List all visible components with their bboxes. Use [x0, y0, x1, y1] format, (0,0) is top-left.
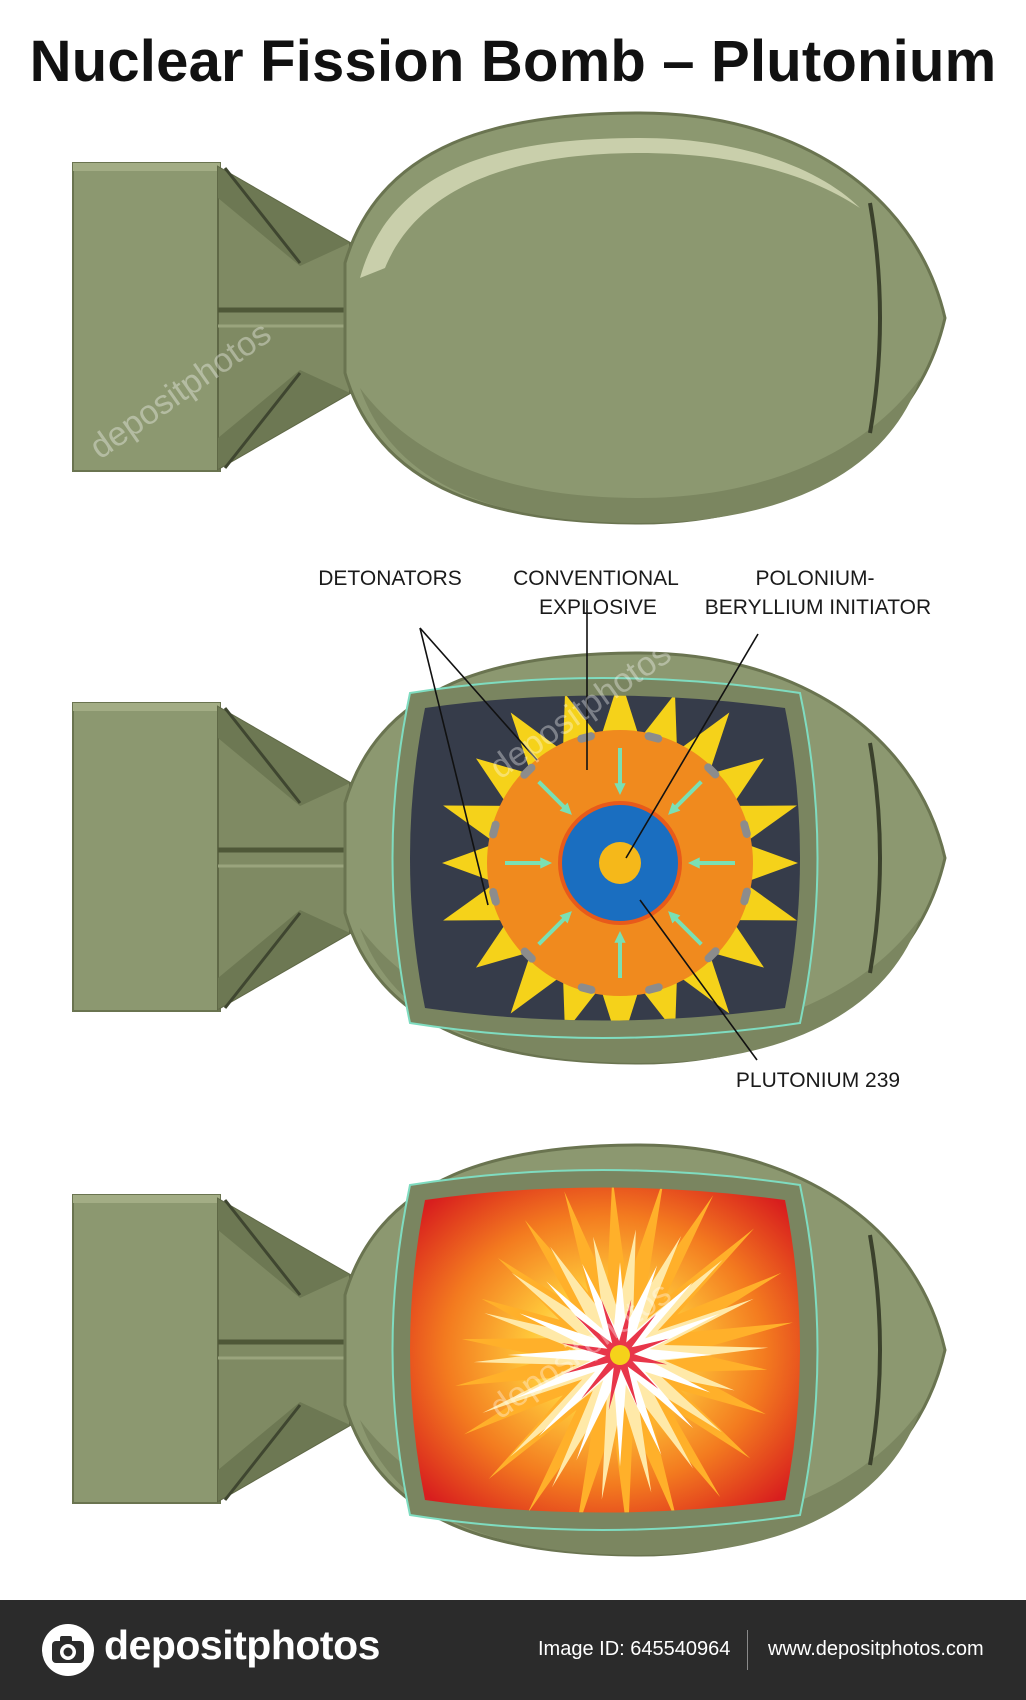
arrow-head: [688, 857, 700, 869]
spike: [475, 758, 532, 807]
detonator: [577, 732, 595, 743]
burst-center: [610, 1345, 630, 1365]
label-detonators: DETONATORS: [318, 567, 462, 590]
arrow-head: [559, 802, 572, 815]
arrow-shaft: [671, 780, 703, 812]
spike: [600, 695, 640, 740]
detonator: [645, 983, 663, 994]
arrow: [537, 911, 572, 946]
spike: [475, 919, 532, 968]
arrow: [668, 780, 703, 815]
label-initiator-line1: POLONIUM-: [755, 567, 874, 590]
label-plutonium: PLUTONIUM 239: [736, 1069, 900, 1092]
detonator: [489, 888, 500, 906]
detonator: [489, 820, 500, 839]
implosion-arrows: [505, 748, 735, 978]
spike: [708, 758, 765, 807]
arrow-head: [668, 911, 681, 924]
detonator: [520, 763, 536, 779]
arrow: [537, 780, 572, 815]
initiator: [599, 842, 641, 884]
arrow: [505, 857, 552, 869]
detonator: [704, 947, 720, 963]
detonator: [704, 763, 720, 779]
spike: [442, 843, 497, 883]
spike: [743, 843, 798, 883]
detonator: [520, 947, 536, 963]
arrow-head: [614, 783, 626, 795]
detonation-burst: [455, 1187, 793, 1513]
detonator: [644, 732, 663, 743]
arrow: [614, 931, 626, 978]
shell-highlight: [360, 138, 860, 278]
detonators: [489, 732, 751, 994]
brand-name: depositphotos: [104, 1622, 380, 1668]
site-url: www.depositphotos.com: [768, 1638, 984, 1660]
arrow-head: [668, 802, 681, 815]
leader-lines: [419, 600, 759, 1061]
arrow: [668, 911, 703, 946]
image-id: Image ID: 645540964: [538, 1638, 731, 1660]
spike: [600, 986, 640, 1021]
bomb-diagram: depositphotos: [0, 0, 1026, 1600]
footer-bar: depositphotos Image ID: 645540964 www.de…: [0, 1600, 1026, 1700]
arrow-shaft: [671, 914, 703, 946]
detonator: [740, 887, 751, 906]
arrow-head: [540, 857, 552, 869]
arrow: [688, 857, 735, 869]
detonator: [740, 820, 751, 838]
label-initiator-line2: BERYLLIUM INITIATOR: [705, 596, 931, 619]
arrow-head: [559, 911, 572, 924]
camera-icon: [42, 1624, 94, 1676]
label-explosive-line2: EXPLOSIVE: [539, 596, 657, 619]
footer-divider: [747, 1630, 748, 1670]
spike: [708, 919, 765, 968]
arrow-head: [614, 931, 626, 943]
arrow-shaft: [537, 914, 569, 946]
detonator: [577, 983, 596, 994]
arrow-shaft: [537, 780, 569, 812]
page-title: Nuclear Fission Bomb – Plutonium: [29, 29, 997, 94]
bomb-cutaway: [73, 653, 945, 1063]
label-explosive-line1: CONVENTIONAL: [513, 567, 679, 590]
bomb-detonation: [73, 1145, 945, 1555]
arrow: [614, 748, 626, 795]
